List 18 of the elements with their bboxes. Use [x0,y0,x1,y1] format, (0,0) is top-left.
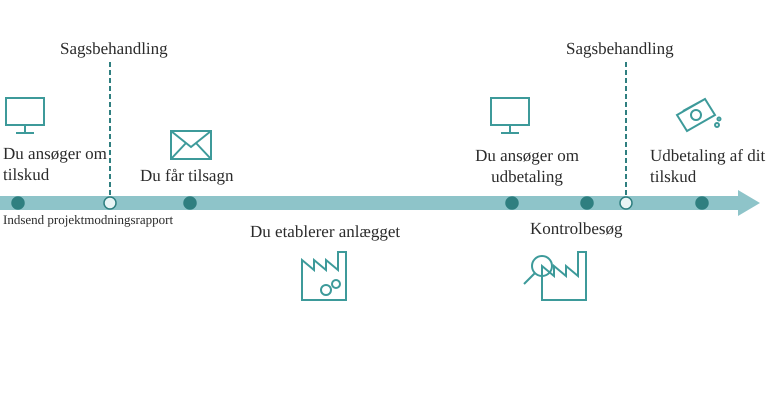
milestone-dot [183,196,197,210]
milestone-label: Du ansøger om tilskud [3,143,108,185]
milestone-dot [11,196,25,210]
dashed-leader-line [109,62,111,197]
milestone-dot [695,196,709,210]
milestone-dot [505,196,519,210]
heading-label: Sagsbehandling [566,38,674,59]
hollow-milestone-dot [619,196,633,210]
milestone-label: Du får tilsagn [140,165,234,186]
milestone-label: Du ansøger om udbetaling [474,145,580,187]
dashed-leader-line [625,62,627,197]
milestone-dot [580,196,594,210]
hollow-milestone-dot [103,196,117,210]
milestone-label: Du etablerer anlægget [250,221,402,242]
milestone-label: Indsend projektmodningsrapport [3,212,174,227]
milestone-label: Kontrolbesøg [530,218,624,239]
heading-label: Sagsbehandling [60,38,168,59]
milestone-label: Udbetaling af dit tilskud [650,145,766,187]
